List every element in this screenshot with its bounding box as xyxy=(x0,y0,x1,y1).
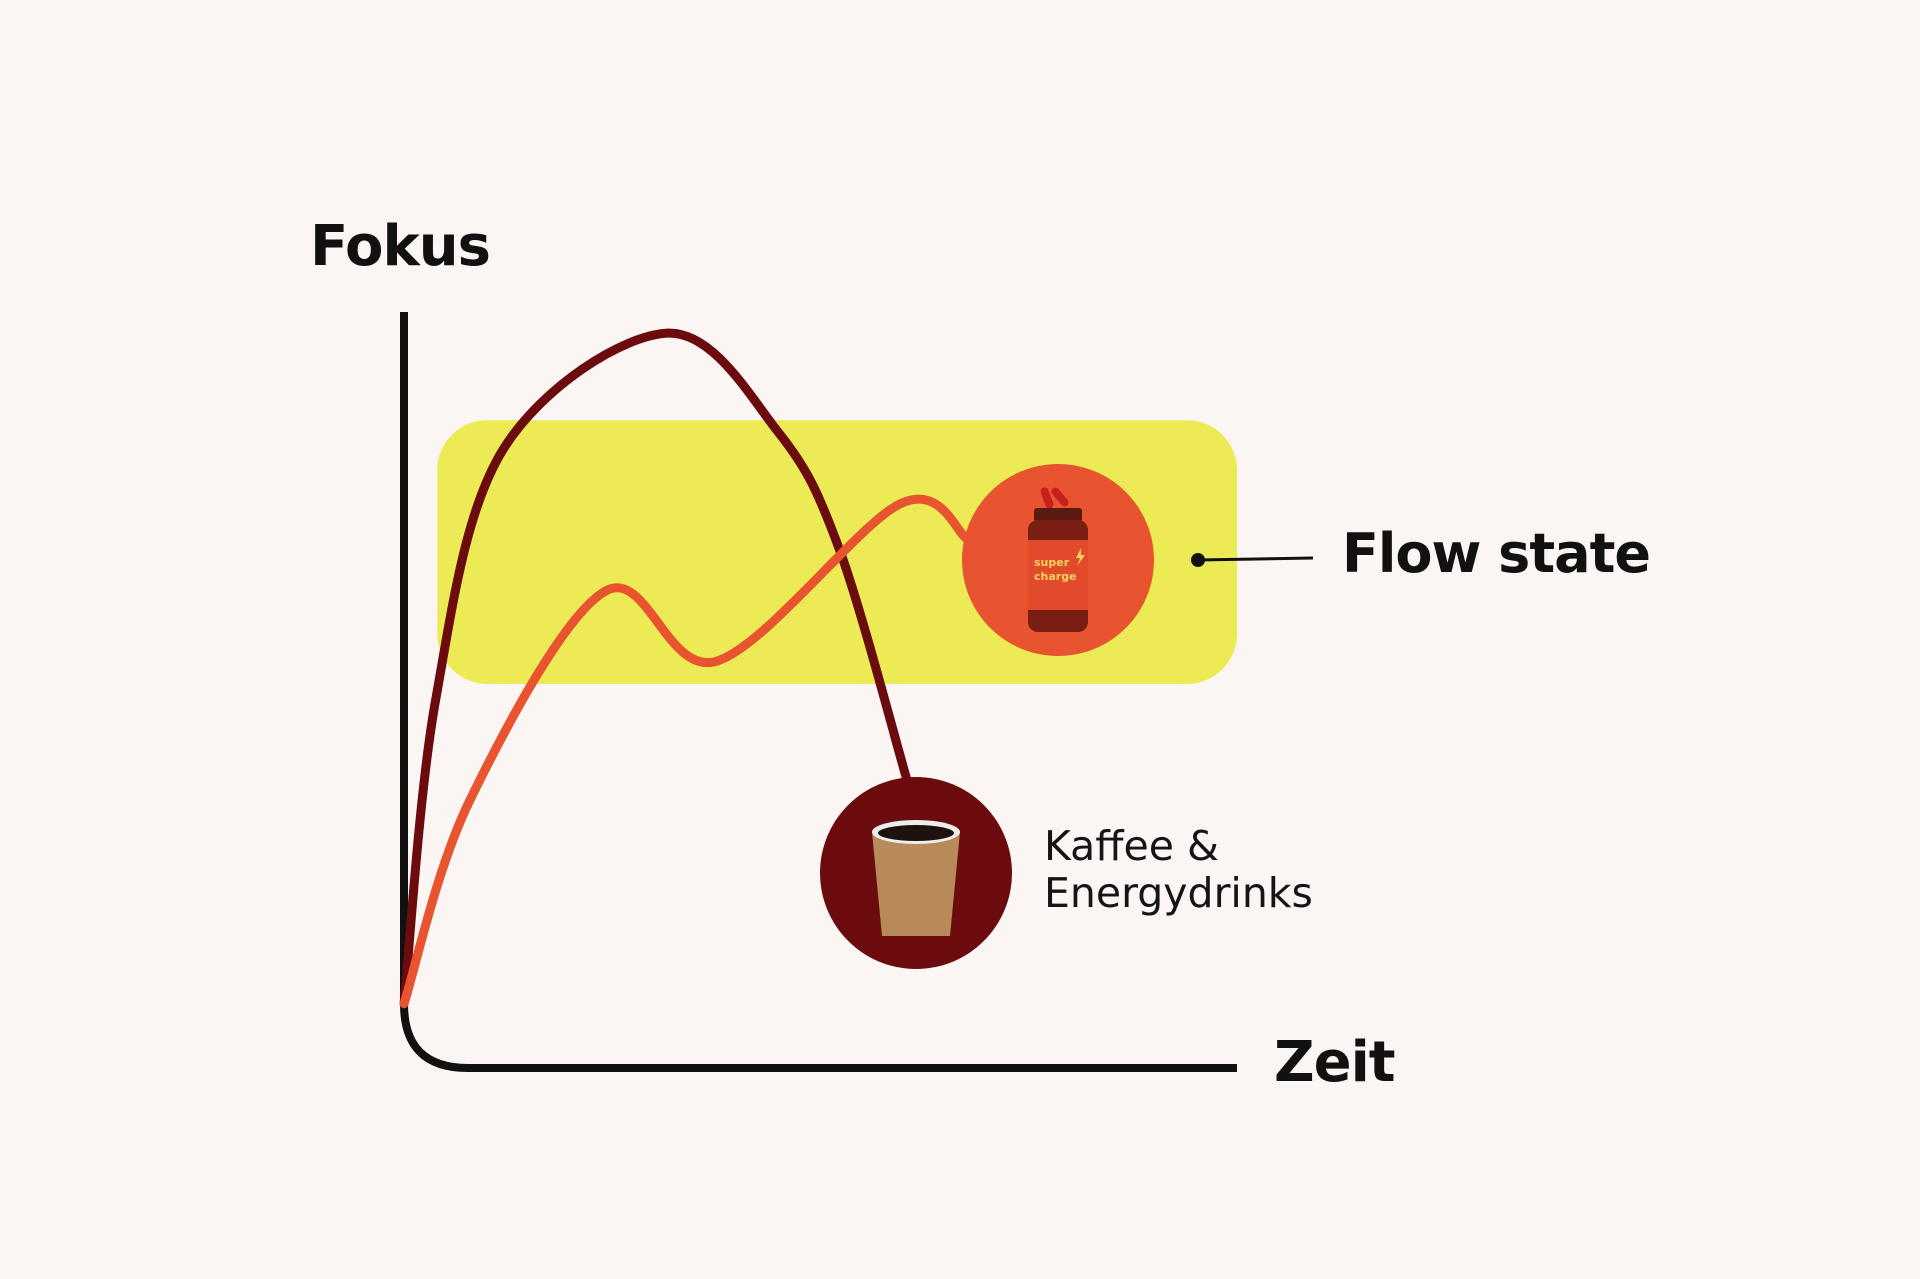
flow-state-label: Flow state xyxy=(1342,522,1651,585)
product-label-line2: charge xyxy=(1034,570,1077,583)
coffee-cup-icon xyxy=(872,820,960,936)
coffee-badge xyxy=(820,777,1012,969)
coffee-series-label: Kaffee & Energydrinks xyxy=(1044,823,1313,917)
y-axis-label: Fokus xyxy=(310,214,491,279)
coffee-label-line1: Kaffee & xyxy=(1044,822,1219,870)
x-axis-label: Zeit xyxy=(1274,1030,1396,1095)
lightning-bolt-icon xyxy=(1076,548,1085,566)
chart-axes xyxy=(400,312,1237,1072)
supplement-bottle-badge: super charge xyxy=(962,464,1154,656)
series-line-1 xyxy=(399,494,972,1009)
supplement-bottle-icon: super charge xyxy=(1028,487,1088,632)
coffee-label-line2: Energydrinks xyxy=(1044,869,1313,917)
flow-state-pointer-line xyxy=(1197,556,1314,562)
product-label-line1: super xyxy=(1034,556,1070,569)
